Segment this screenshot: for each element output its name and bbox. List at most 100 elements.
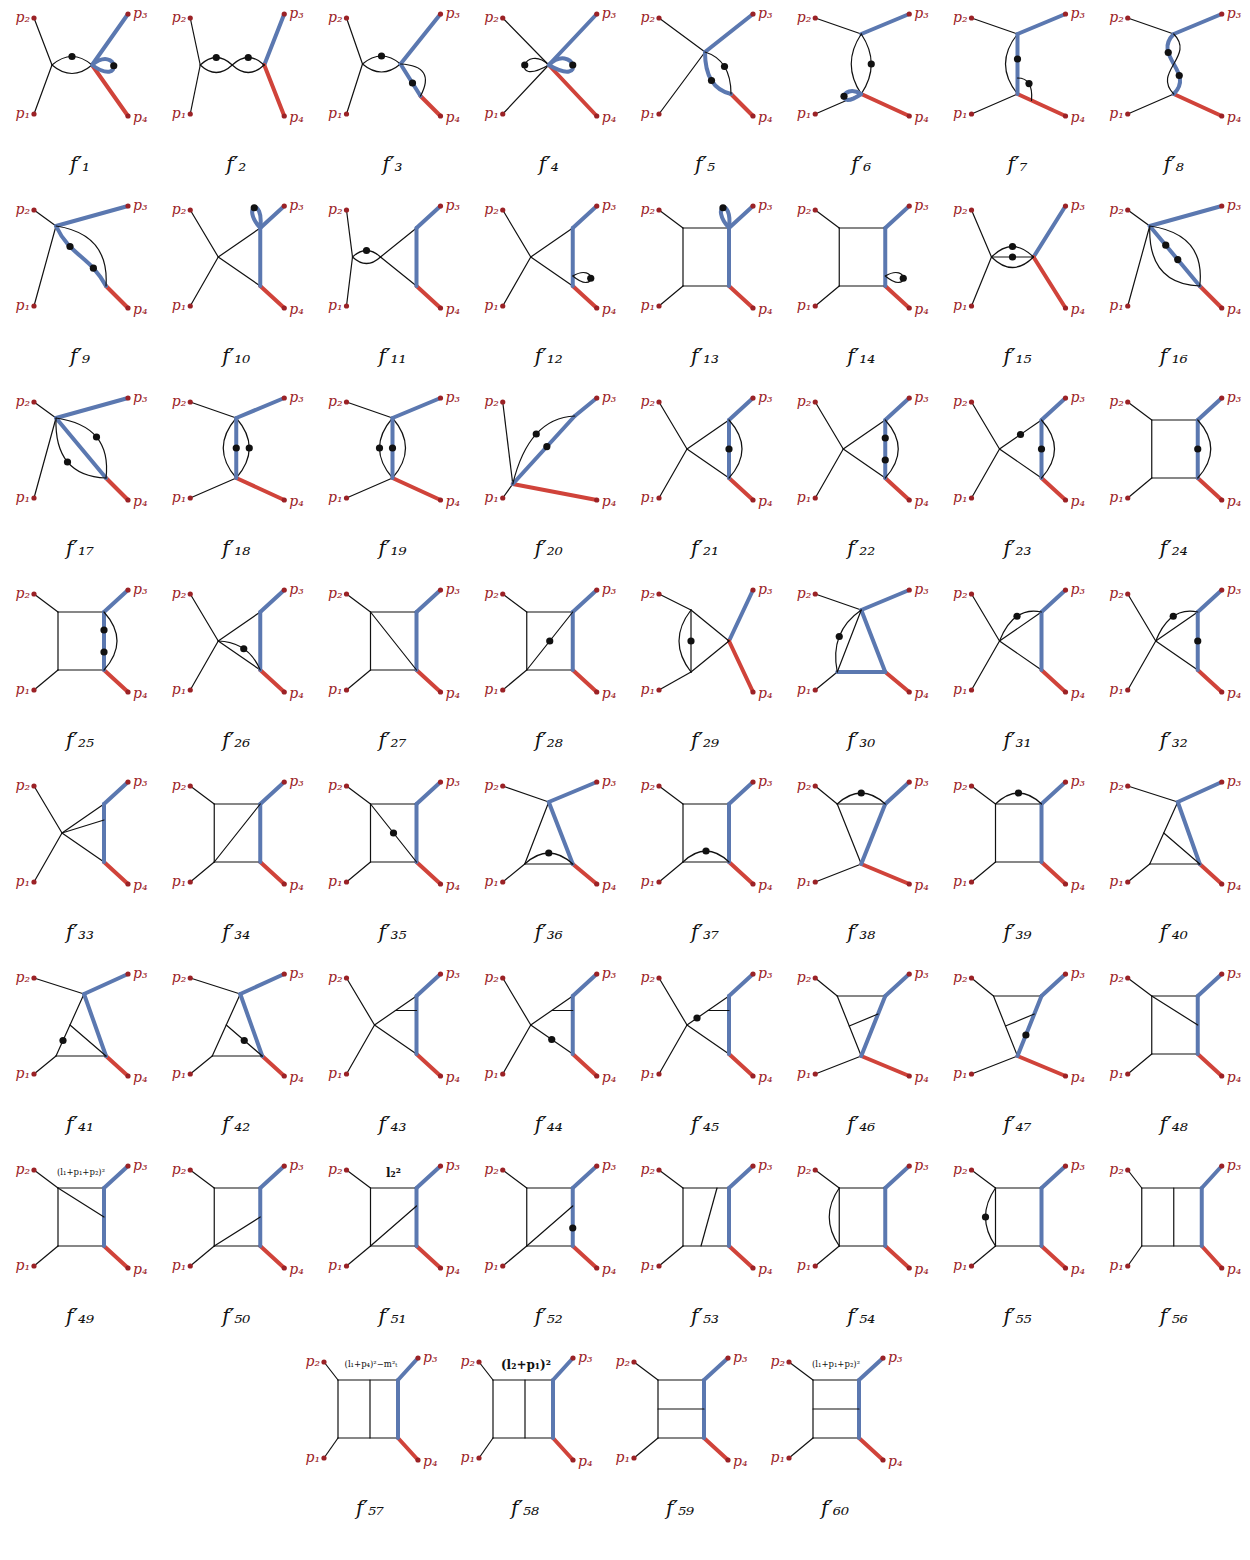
external-point [1219,1073,1224,1078]
propagator-line [1128,210,1150,226]
momentum-label: p₃ [446,966,461,981]
propagator-label: l₂² [385,1167,402,1180]
momentum-label: p₄ [914,494,929,509]
propagator-line [837,804,861,864]
propagator-line [492,1380,493,1438]
external-point [907,395,912,400]
integral-caption: f′₄₂ [222,1113,250,1135]
momentum-label: p₃ [914,966,929,981]
external-point [282,587,287,592]
propagator-line [527,669,573,670]
momentum-label: p₁ [797,1066,812,1081]
propagator-dot [110,62,117,69]
propagator-line [398,1358,418,1380]
momentum-label: p₂ [15,586,30,601]
propagator-dot [721,63,728,70]
external-point [969,1071,974,1076]
momentum-label: p₁ [328,1066,343,1081]
propagator-dot [213,54,220,61]
integral-caption: f′₂₆ [222,729,250,751]
propagator-line [885,782,909,804]
momentum-label: p₂ [770,1354,785,1369]
momentum-label: p₂ [1109,394,1124,409]
propagator-line [813,1379,859,1380]
external-point [282,1073,287,1078]
propagator-line [659,18,705,52]
propagator-line [1152,1053,1198,1054]
propagator-line [370,1188,371,1246]
integral-caption: f′₂₅ [66,729,94,751]
feynman-graph [1125,587,1224,694]
propagator-line [393,478,441,500]
propagator-line [370,612,371,670]
external-point [438,113,443,118]
propagator-line [34,978,84,994]
feynman-graph [31,971,130,1078]
feynman-graph [813,203,912,310]
propagator-line [687,449,729,478]
propagator-line [1042,782,1066,804]
propagator-line [815,449,843,498]
propagator-dot [66,243,73,250]
propagator-line [58,1245,104,1246]
feynman-graph [321,1355,420,1462]
external-point [631,1359,636,1364]
propagator-dot [725,445,732,452]
momentum-label: p₁ [172,1066,187,1081]
momentum-label: p₄ [289,1262,304,1277]
external-point [813,1263,818,1268]
momentum-label: p₃ [733,1350,748,1365]
feynman-graph [500,779,599,886]
propagator-line [861,590,909,610]
external-point [969,15,974,20]
propagator-line [526,612,527,670]
propagator-line [1042,1246,1066,1268]
feynman-graph [969,971,1068,1078]
propagator-line [687,420,729,449]
momentum-label: p₄ [602,302,617,317]
propagator-line [573,1166,597,1188]
integral-caption: f′₄₇ [1004,1113,1032,1135]
momentum-label: p₃ [1071,582,1086,597]
momentum-label: p₁ [172,298,187,313]
external-point [656,687,661,692]
momentum-label: p₃ [446,774,461,789]
integral-caption: f′₁₆ [1160,345,1188,367]
propagator-line [1128,1054,1152,1074]
integral-caption: f′₅₁ [379,1305,407,1327]
momentum-label: p₂ [953,970,968,985]
momentum-label: p₂ [484,778,499,793]
momentum-label: p₂ [640,202,655,217]
propagator-line [549,14,597,65]
feynman-graph [969,779,1068,886]
propagator-line [1142,1187,1202,1188]
external-point [500,1167,505,1172]
feynman-graph [969,1163,1068,1270]
momentum-label: p₃ [602,390,617,405]
momentum-label: p₄ [289,686,304,701]
propagator-line [839,228,840,286]
momentum-label: p₁ [640,682,655,697]
propagator-line [729,478,753,500]
integral-caption: f′₄₄ [535,1113,563,1135]
momentum-label: p₁ [484,490,499,505]
propagator-line [232,65,264,73]
propagator-line [571,612,575,670]
propagator-dot [409,79,416,86]
external-point [750,1163,755,1168]
external-point [344,1263,349,1268]
external-point [594,113,599,118]
propagator-line [417,782,441,804]
propagator-line [813,1408,859,1409]
propagator-dot [543,443,550,450]
propagator-line [815,18,861,34]
propagator-line [972,402,1000,449]
external-point [907,971,912,976]
momentum-label: p₃ [1071,6,1086,21]
momentum-label: p₄ [1071,686,1086,701]
external-point [1063,395,1068,400]
propagator-dot [363,247,370,254]
propagator-dot [240,645,247,652]
external-point [188,879,193,884]
momentum-label: p₃ [758,198,773,213]
